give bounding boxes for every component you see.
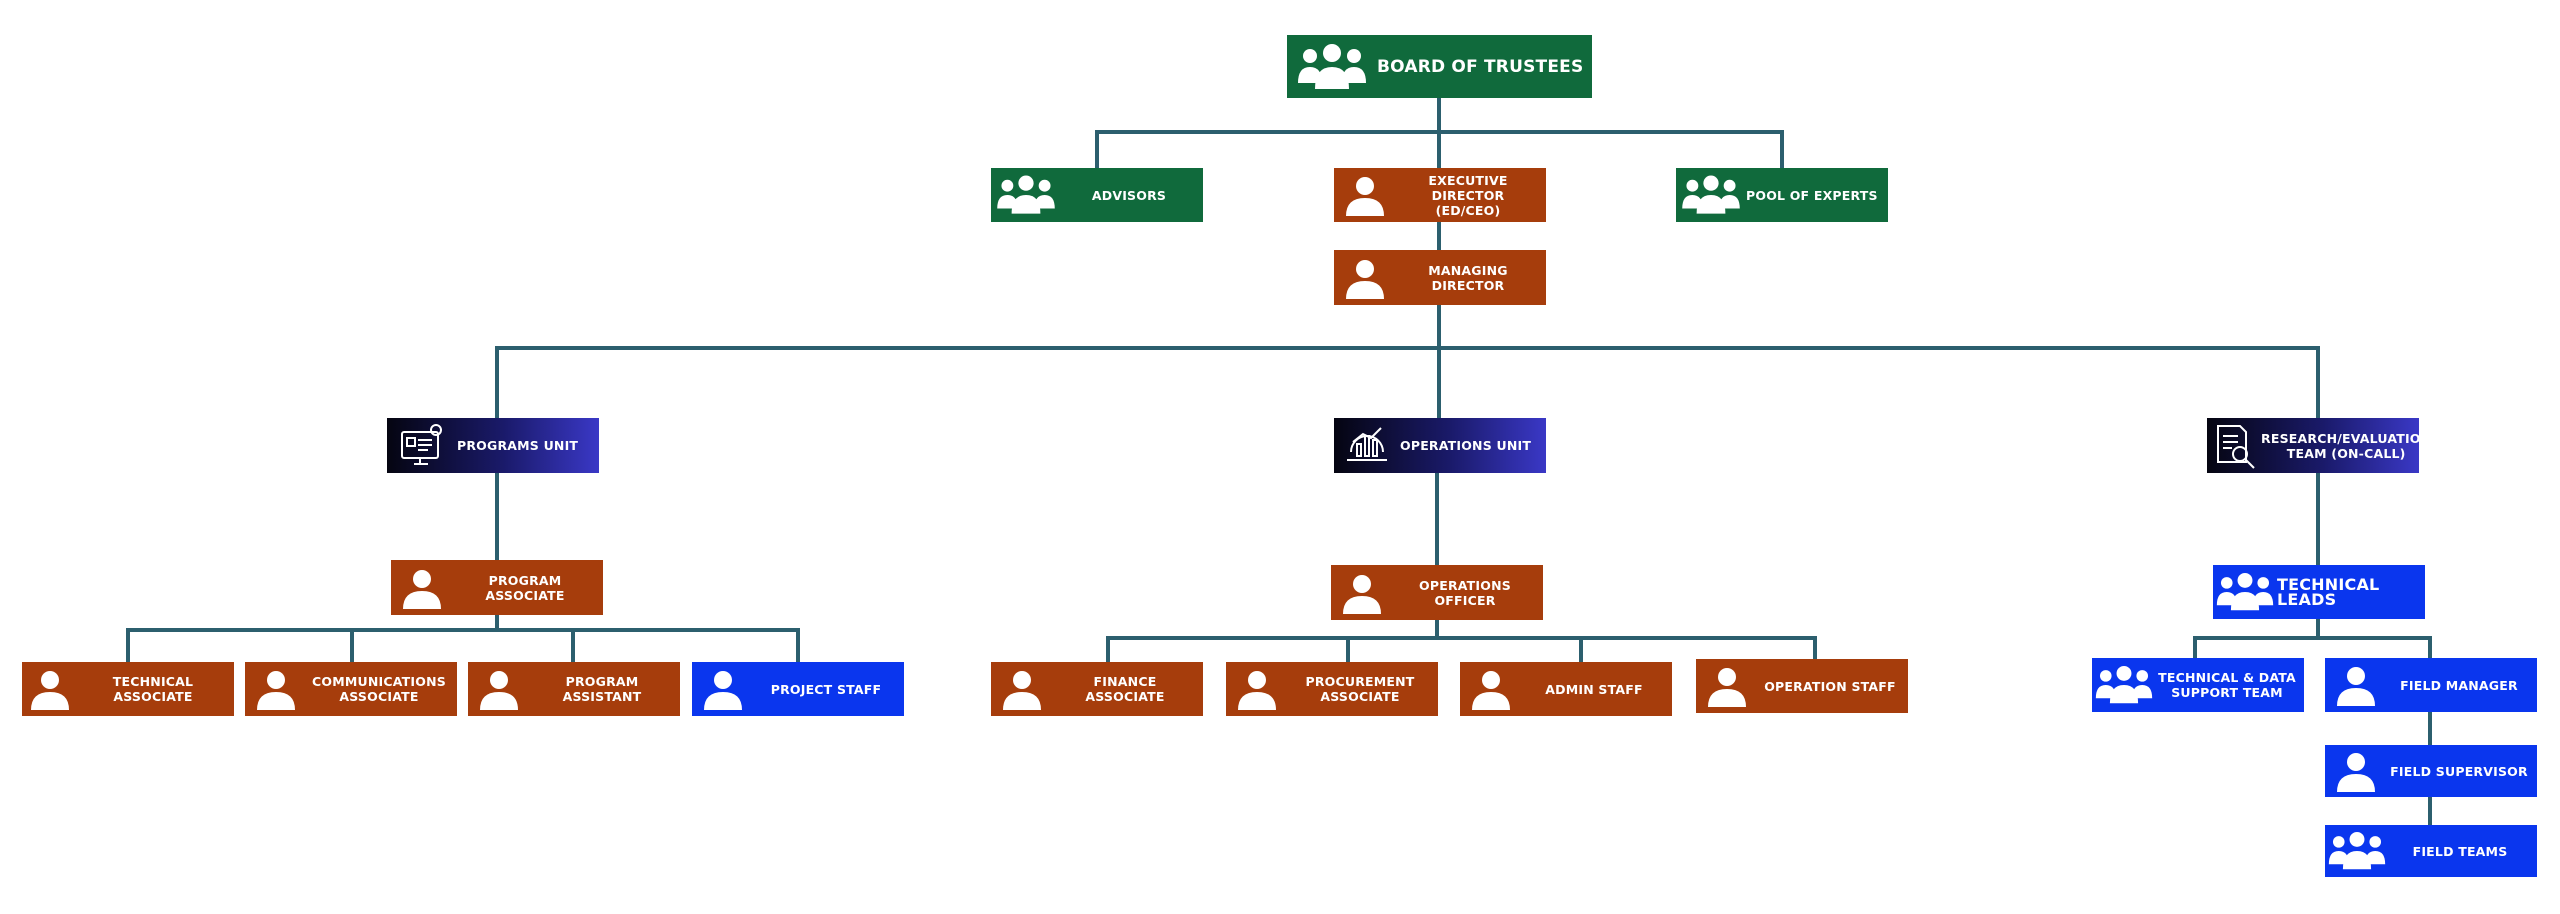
person-icon <box>1331 571 1393 615</box>
operation-staff-label: OPERATION STAFF <box>1764 678 1896 694</box>
operations-officer-label: OPERATIONS OFFICER <box>1419 577 1511 608</box>
research-evaluation-team-box: RESEARCH/EVALUATION TEAM (ON-CALL) <box>2207 418 2431 473</box>
group-icon <box>2213 570 2277 614</box>
operations-officer-box: OPERATIONS OFFICER <box>1331 565 1543 620</box>
technical-data-support-team-label: TECHNICAL & DATA SUPPORT TEAM <box>2158 670 2296 700</box>
procurement-associate-label: PROCUREMENT ASSOCIATE <box>1305 674 1415 704</box>
group-icon <box>991 173 1061 217</box>
computer-checklist-icon <box>387 422 457 470</box>
operations-unit-box: OPERATIONS UNIT <box>1334 418 1546 473</box>
pool-of-experts-label: POOL OF EXPERTS <box>1746 187 1878 203</box>
person-icon <box>2325 663 2387 707</box>
field-manager-label: FIELD MANAGER <box>2400 677 2518 693</box>
admin-staff-label: ADMIN STAFF <box>1545 681 1643 697</box>
person-icon <box>245 667 307 711</box>
technical-leads-label: TECHNICAL LEADS <box>2277 575 2380 609</box>
person-icon <box>1696 664 1758 708</box>
pool-of-experts-box: POOL OF EXPERTS <box>1676 168 1888 222</box>
managing-director-box: MANAGING DIRECTOR <box>1334 250 1546 305</box>
person-icon <box>391 566 453 610</box>
group-icon <box>1676 173 1746 217</box>
operations-unit-label: OPERATIONS UNIT <box>1400 438 1532 453</box>
person-icon <box>22 667 78 711</box>
group-icon <box>2092 663 2156 707</box>
program-associate-label: PROGRAM ASSOCIATE <box>485 572 565 603</box>
advisors-label: ADVISORS <box>1091 187 1167 203</box>
person-icon <box>692 667 754 711</box>
field-supervisor-box: FIELD SUPERVISOR <box>2325 745 2537 797</box>
communications-associate-label: COMMUNICATIONS ASSOCIATE <box>312 674 446 704</box>
advisors-box: ADVISORS <box>991 168 1203 222</box>
board-of-trustees-label: BOARD OF TRUSTEES <box>1377 56 1584 77</box>
project-staff-label: PROJECT STAFF <box>770 681 882 697</box>
technical-data-support-team-box: TECHNICAL & DATA SUPPORT TEAM <box>2092 658 2304 712</box>
finance-associate-label: FINANCE ASSOCIATE <box>1085 674 1165 704</box>
programs-unit-label: PROGRAMS UNIT <box>457 438 579 453</box>
executive-director-box: EXECUTIVE DIRECTOR (ED/CEO) <box>1334 168 1546 222</box>
operation-staff-box: OPERATION STAFF <box>1696 659 1908 713</box>
managing-director-label: MANAGING DIRECTOR <box>1428 263 1508 293</box>
person-icon <box>1334 256 1396 300</box>
person-icon <box>2325 749 2387 793</box>
program-assistant-box: PROGRAM ASSISTANT <box>468 662 680 716</box>
person-icon <box>1226 667 1288 711</box>
program-assistant-label: PROGRAM ASSISTANT <box>562 674 642 704</box>
person-icon <box>1334 173 1396 217</box>
document-search-icon <box>2207 422 2261 470</box>
board-of-trustees-box: BOARD OF TRUSTEES <box>1287 35 1592 98</box>
finance-associate-box: FINANCE ASSOCIATE <box>991 662 1203 716</box>
person-icon <box>991 667 1053 711</box>
person-icon <box>1460 667 1522 711</box>
technical-associate-label: TECHNICAL ASSOCIATE <box>112 674 194 704</box>
admin-staff-box: ADMIN STAFF <box>1460 662 1672 716</box>
executive-director-label: EXECUTIVE DIRECTOR (ED/CEO) <box>1428 172 1508 218</box>
technical-associate-box: TECHNICAL ASSOCIATE <box>22 662 234 716</box>
program-associate-box: PROGRAM ASSOCIATE <box>391 560 603 615</box>
programs-unit-box: PROGRAMS UNIT <box>387 418 599 473</box>
field-teams-label: FIELD TEAMS <box>2412 843 2508 859</box>
operations-chart-icon <box>1334 422 1400 470</box>
procurement-associate-box: PROCUREMENT ASSOCIATE <box>1226 662 1438 716</box>
field-supervisor-label: FIELD SUPERVISOR <box>2390 763 2528 779</box>
group-icon <box>2325 829 2389 873</box>
field-manager-box: FIELD MANAGER <box>2325 658 2537 712</box>
field-teams-box: FIELD TEAMS <box>2325 825 2537 877</box>
communications-associate-box: COMMUNICATIONS ASSOCIATE <box>245 662 457 716</box>
project-staff-box: PROJECT STAFF <box>692 662 904 716</box>
technical-leads-box: TECHNICAL LEADS <box>2213 565 2425 619</box>
person-icon <box>468 667 530 711</box>
research-evaluation-team-label: RESEARCH/EVALUATION TEAM (ON-CALL) <box>2261 430 2432 461</box>
group-icon <box>1287 41 1377 93</box>
